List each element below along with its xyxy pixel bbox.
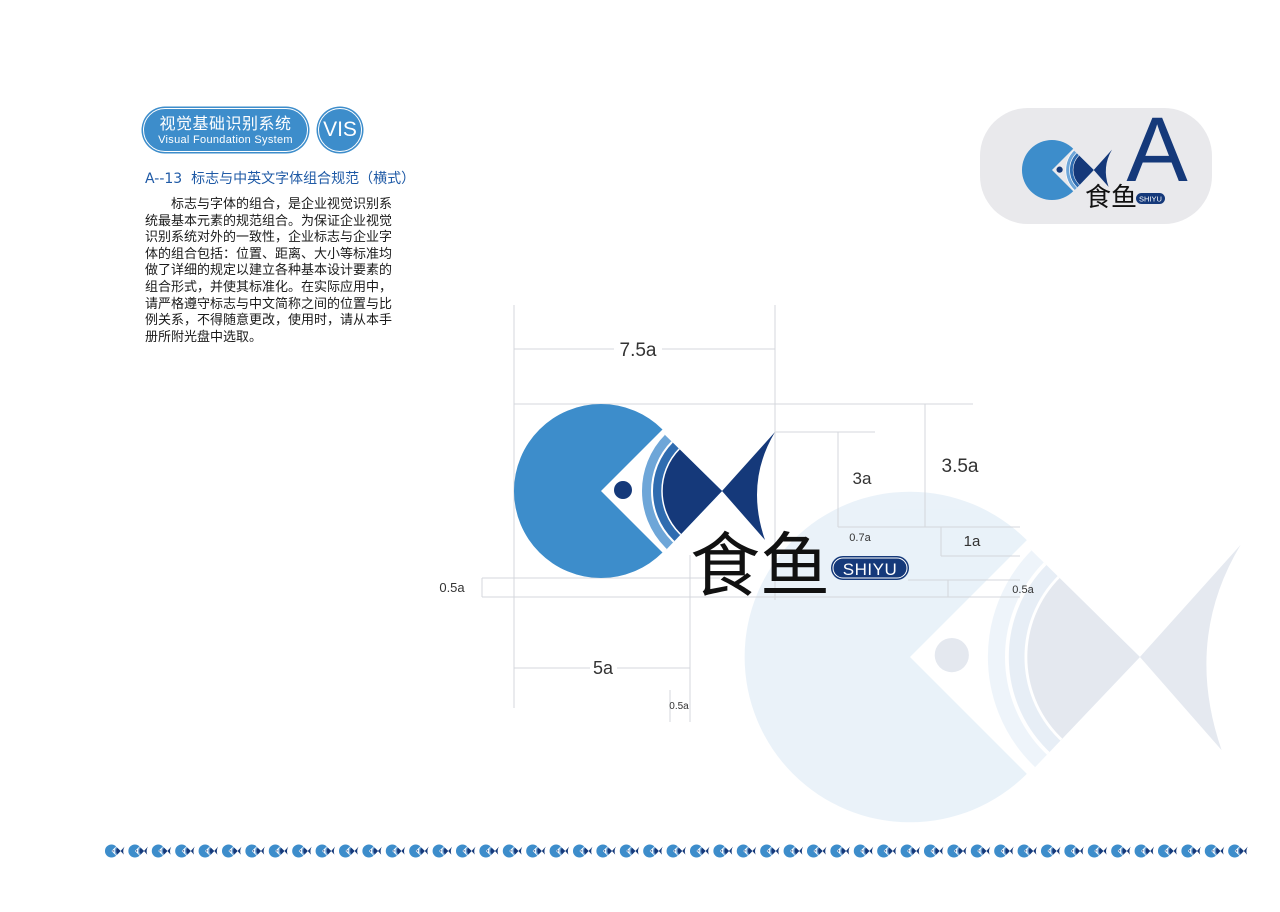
border-fish-icon [1181,844,1203,857]
border-fish-icon [386,844,408,857]
body-line: 做了详细的规定以建立各种基本设计要素的 [145,263,393,279]
border-fish-icon [339,844,361,857]
border-fish-icon [807,844,829,857]
border-fish-icon [971,844,993,857]
header-title-cn: 视觉基础识别系统 [159,114,292,133]
border-fish-icon [713,844,735,857]
border-fish-icon [503,844,525,857]
logo-small-name-cn: 食鱼 [1085,183,1137,213]
dim-label-mark-text-gap: 0.5a [669,701,689,712]
border-fish-icon [830,844,852,857]
border-fish-icon [245,844,267,857]
border-fish-icon [573,844,595,857]
border-fish-icon [1018,844,1040,857]
border-fish-icon [1205,844,1227,857]
border-fish-icon [1064,844,1086,857]
border-fish-icon [362,844,384,857]
border-fish-icon [292,844,314,857]
border-fish-icon [1111,844,1133,857]
section-title: A--13 标志与中英文字体组合规范（横式） [145,171,416,187]
dimension-lines [481,305,1020,722]
border-fish-icon [994,844,1016,857]
border-fish-icon [596,844,618,857]
body-line: 识别系统对外的一致性，企业标志与企业字 [145,230,393,246]
border-fish-icon [667,844,689,857]
dim-label-total-height: 3.5a [942,456,979,477]
border-fish-icon [433,844,455,857]
dim-label-mark-width: 5a [593,658,614,678]
logo-card: A 食鱼 SHIYU [980,99,1212,224]
body-line: 体的组合包括：位置、距离、大小等标准均 [145,246,393,262]
body-line: 标志与字体的组合，是企业视觉识别系 [171,197,393,212]
header-system-pill: 视觉基础识别系统 Visual Foundation System [143,108,308,152]
body-line: 例关系，不得随意更改，使用时，请从本手 [145,313,393,329]
section-body: 标志与字体的组合，是企业视觉识别系 统最基本元素的规范组合。为保证企业视觉 识别… [145,197,405,346]
border-fish-icon [1228,844,1250,857]
dim-label-mark-height: 3a [853,469,872,488]
border-fish-icon [877,844,899,857]
border-fish-icon [784,844,806,857]
border-fish-icon [175,844,197,857]
border-fish-icon [901,844,923,857]
dim-label-right-margin: 0.5a [1012,584,1034,596]
border-fish-icon [105,844,127,857]
fish-border-row [105,844,1250,857]
logo-small-name-en-pill [1136,193,1165,204]
dim-label-left-margin: 0.5a [439,580,465,595]
border-fish-icon [199,844,221,857]
body-line: 请严格遵守标志与中文简称之间的位置与比 [145,296,393,312]
logo-small-name-en: SHIYU [1139,195,1162,204]
dim-label-text-drop: 1a [964,533,981,550]
border-fish-icon [152,844,174,857]
border-fish-icon [947,844,969,857]
border-fish-icon [269,844,291,857]
border-fish-icon [128,844,150,857]
border-fish-icon [620,844,642,857]
border-fish-icon [737,844,759,857]
border-fish-icon [222,844,244,857]
body-line: 组合形式，并使其标准化。在实际应用中， [145,279,393,295]
border-fish-icon [409,844,431,857]
border-fish-icon [760,844,782,857]
dim-label-total-width: 7.5a [620,340,657,361]
border-fish-icon [1158,844,1180,857]
logo-name-cn: 食鱼 [690,525,830,607]
logo-name-en: SHIYU [843,560,897,579]
logo-name-en-pill [831,556,909,580]
border-fish-icon [690,844,712,857]
border-fish-icon [316,844,338,857]
border-fish-icon [526,844,548,857]
body-line: 册所附光盘中选取。 [145,329,263,345]
border-fish-icon [854,844,876,857]
border-fish-icon [456,844,478,857]
border-fish-icon [550,844,572,857]
border-fish-icon [1135,844,1157,857]
body-line: 统最基本元素的规范组合。为保证企业视觉 [145,213,393,229]
border-fish-icon [479,844,501,857]
border-fish-icon [1041,844,1063,857]
border-fish-icon [643,844,665,857]
vis-badge: VIS [318,108,362,152]
dim-label-text-gap: 0.7a [849,532,871,544]
header-title-en: Visual Foundation System [158,134,293,146]
border-fish-icon [924,844,946,857]
logo-lockup-horizontal: 食鱼 SHIYU [514,404,909,607]
border-fish-icon [1088,844,1110,857]
logo-mark-letter: A [1126,99,1188,201]
